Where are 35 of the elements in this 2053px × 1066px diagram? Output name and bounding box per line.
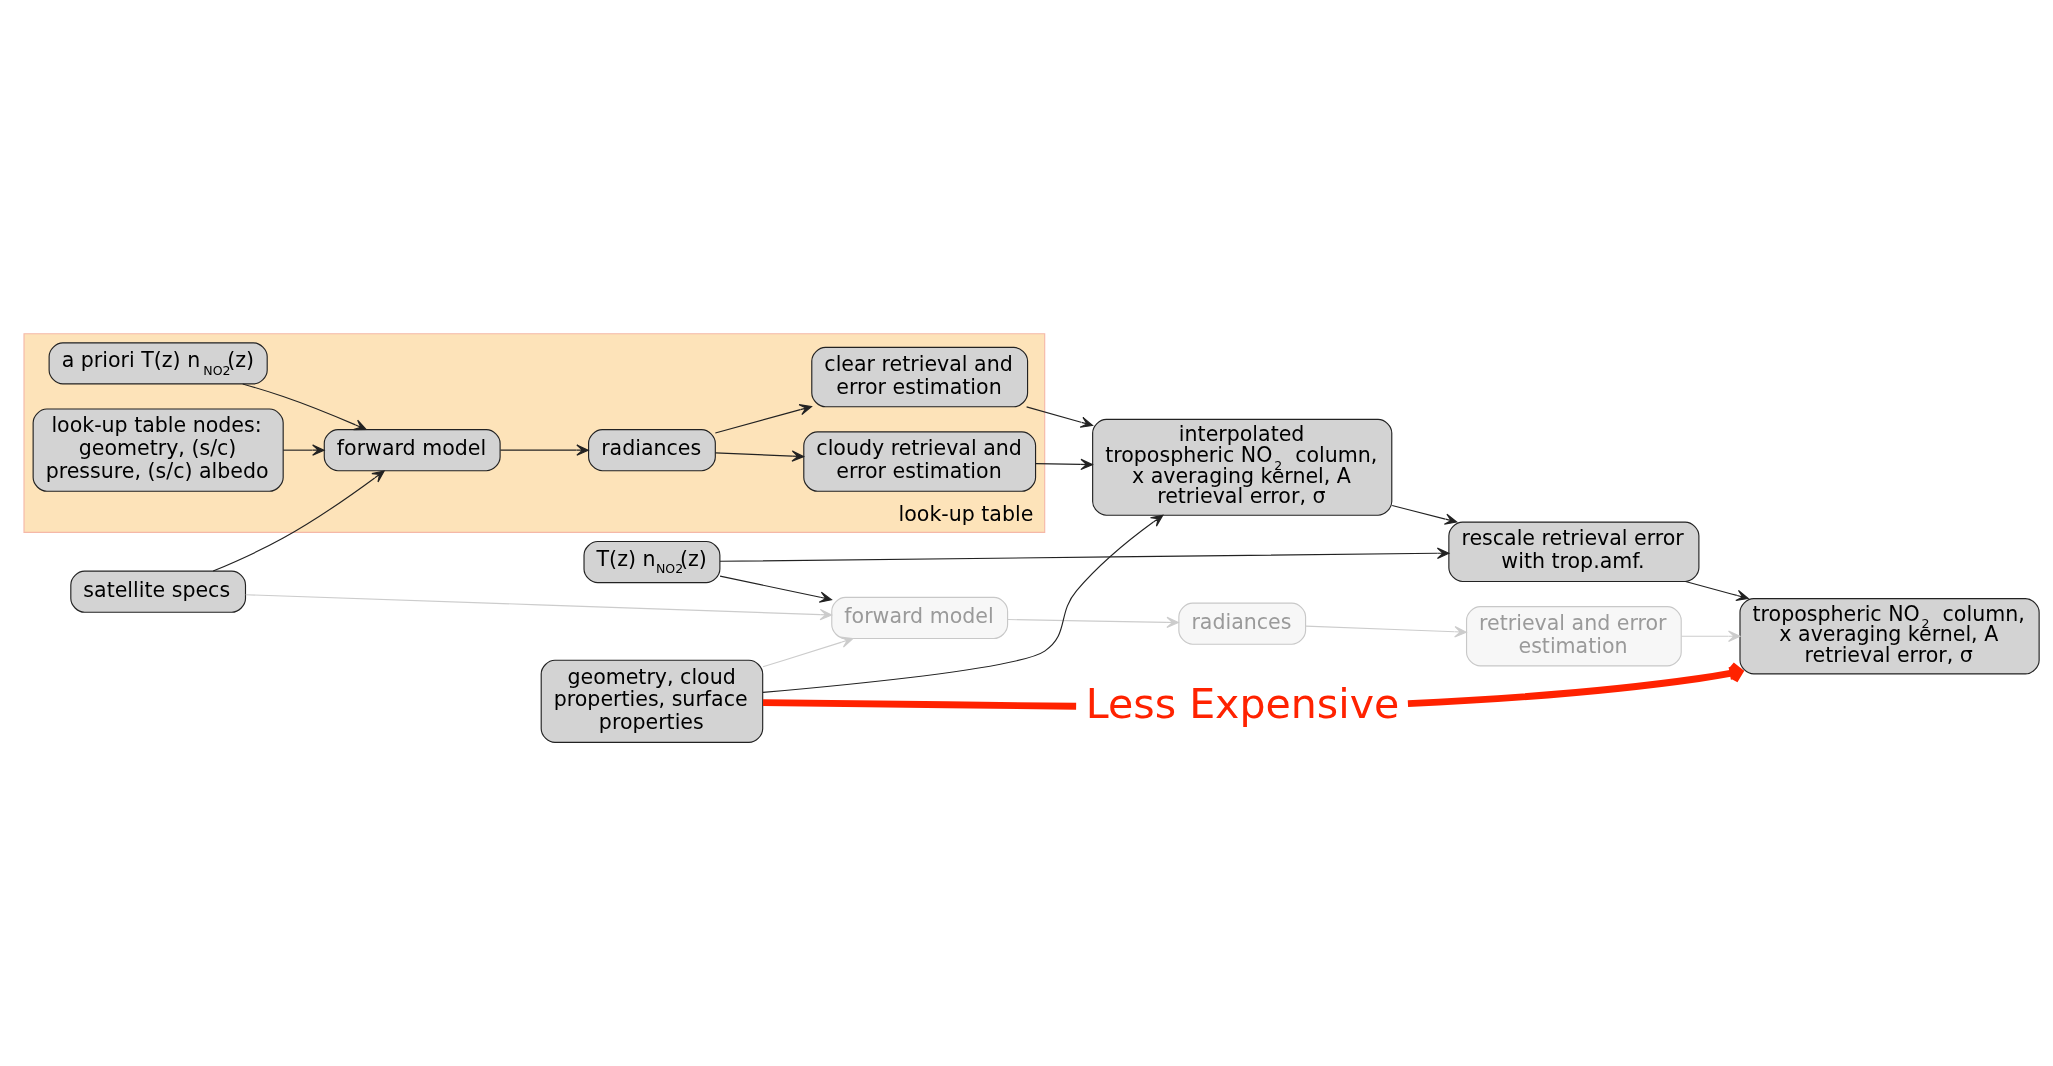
arrow [714,403,812,434]
arrow [761,636,853,667]
node-box: T(z) n$_{NO2}$(z) [582,540,720,583]
arrow [714,449,804,462]
node-box: a priori T(z) n$_{NO2}$(z) [48,341,268,384]
node-box: rescale retrieval error with trop.amf. [1447,521,1699,582]
node-box: look-up table nodes: geometry, (s/c) pressure, (s/c) albedo [32,408,284,492]
connector [762,698,1076,710]
arrow [282,443,325,456]
arrow [499,443,589,456]
node-box: clear retrieval and error estimation [810,346,1028,407]
arrow [718,547,1449,562]
arrow [1391,504,1457,525]
arrow [1034,458,1093,470]
node-box: cloudy retrieval and error estimation [802,430,1036,492]
arrow [241,382,367,430]
node-box: forward model [323,428,501,471]
node-box: geometry, cloud properties, surface properties [540,659,763,743]
arrow [1304,625,1467,637]
arrow [1006,616,1179,628]
node-text: Less Expensive [1085,679,1399,728]
arrow [761,514,1163,693]
node-box: radiances [1177,602,1306,645]
node-box: tropospheric NO$_{2}$ column, x averaging kernel, A retrieval error, σ [1738,597,2040,674]
node-box: radiances [587,428,716,471]
node-box: interpolated tropospheric NO$_{2}$ column, x averaging kernel, A retrieval error, σ [1091,418,1392,516]
arrow [212,469,385,572]
arrow [719,575,832,603]
node-box: retrieval and error estimation [1465,605,1682,666]
node-box: forward model [830,596,1008,639]
arrow [1684,580,1749,601]
arrow [1680,630,1741,642]
arrow [1025,405,1093,428]
arrow [244,593,832,620]
node-box: satellite specs [69,570,246,613]
